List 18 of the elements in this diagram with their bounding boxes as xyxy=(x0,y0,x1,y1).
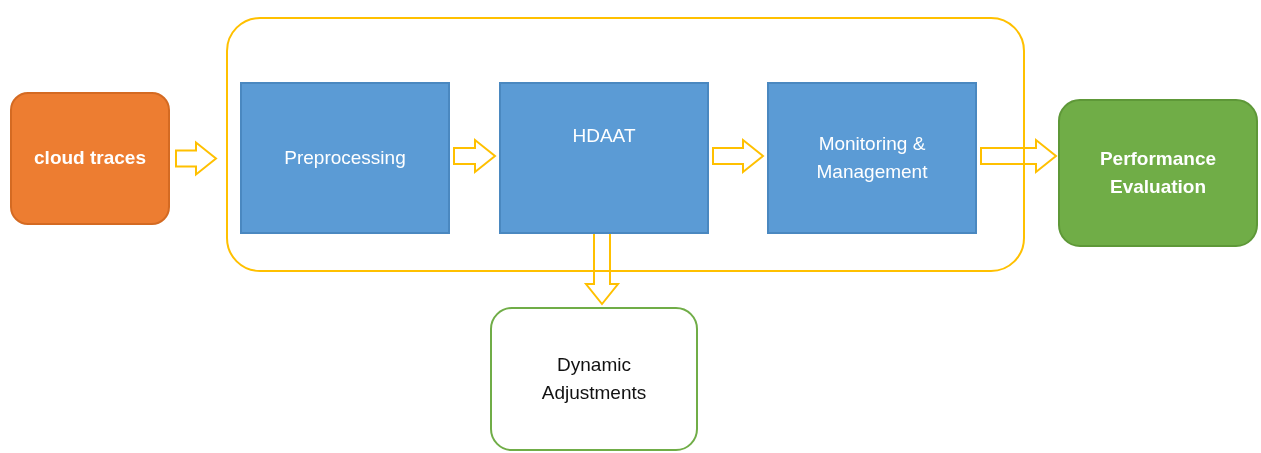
block-arrow xyxy=(453,137,497,175)
node-label: cloud traces xyxy=(34,146,146,171)
process-box xyxy=(767,82,977,234)
node-label: HDAAT xyxy=(572,124,636,148)
group-container xyxy=(226,17,1025,272)
node-label: Dynamic Adjustments xyxy=(540,352,648,405)
block-arrow xyxy=(175,140,218,177)
block-arrow xyxy=(583,231,621,306)
process-box xyxy=(240,82,450,234)
node-label: Preprocessing xyxy=(284,145,406,170)
block-arrow xyxy=(980,137,1058,175)
node-label: Performance Evaluation xyxy=(1098,146,1218,199)
node-label: Monitoring & Management xyxy=(815,131,929,184)
source-box xyxy=(10,92,170,225)
result-box xyxy=(1058,99,1258,247)
process-box xyxy=(499,82,709,234)
output-box xyxy=(490,307,698,451)
block-arrow xyxy=(712,137,765,175)
